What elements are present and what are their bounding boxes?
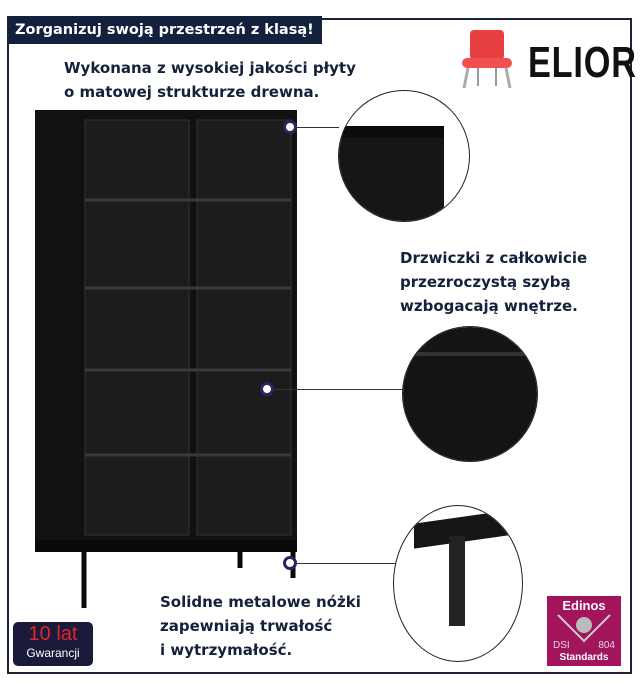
feature-text-material: Wykonana z wysokiej jakości płyty o mato… (64, 59, 356, 101)
callout-dot (260, 382, 274, 396)
brand-logo: ELIOR (528, 38, 637, 87)
callout-line (297, 563, 405, 564)
detail-circle-door (402, 326, 538, 462)
cert-left: DSI (553, 640, 570, 651)
feature-text-doors: Drzwiczki z całkowicie przezroczystą szy… (400, 249, 588, 315)
warranty-years: 10 lat (28, 623, 78, 645)
warranty-badge: 10 lat Gwarancji (13, 622, 93, 666)
detail-circle-leg (393, 505, 523, 662)
certificate-badge: Edinos DSI 804 Standards (547, 596, 621, 666)
cabinet-image (35, 110, 297, 608)
page-title: Zorganizuj swoją przestrzeń z klasą! (7, 16, 322, 44)
cert-name: Edinos (562, 598, 606, 613)
callout-line (297, 127, 339, 128)
detail-circle-top (338, 90, 470, 222)
callout-dot (283, 120, 297, 134)
cert-right: 804 (598, 640, 615, 651)
callout-dot (283, 556, 297, 570)
callout-line (274, 389, 404, 390)
cert-bottom: Standards (559, 652, 609, 663)
chair-logo-icon (462, 30, 512, 89)
cert-v-icon (557, 614, 611, 643)
warranty-label: Gwarancji (26, 646, 80, 660)
feature-text-legs: Solidne metalowe nóżki zapewniają trwało… (160, 593, 361, 659)
